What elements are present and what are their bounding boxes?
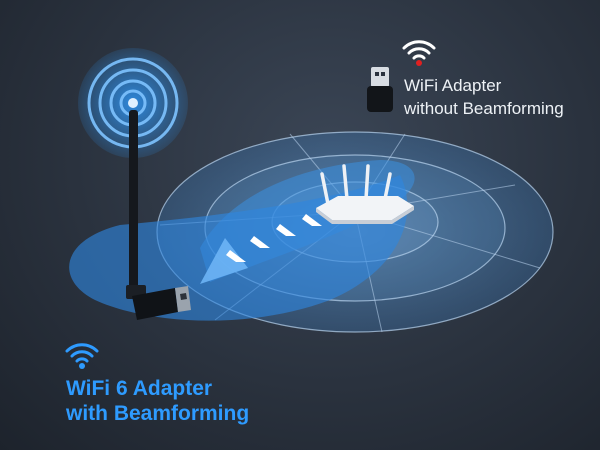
- caption-without-beamforming: WiFi Adapter without Beamforming: [404, 74, 594, 120]
- caption-with-line1: WiFi 6 Adapter: [66, 377, 213, 400]
- caption-with-beamforming: WiFi 6 Adapter with Beamforming: [66, 376, 326, 426]
- caption-with-line2: with Beamforming: [66, 402, 250, 425]
- router: [316, 164, 414, 224]
- wifi-icon: [402, 40, 436, 66]
- wifi6-adapter: [78, 48, 191, 320]
- caption-without-line1: WiFi Adapter: [404, 76, 502, 95]
- beam-chevrons: [226, 214, 322, 262]
- usb-adapter-small: [367, 67, 393, 112]
- caption-without-line2: without Beamforming: [404, 99, 564, 118]
- wifi-icon: [65, 343, 99, 369]
